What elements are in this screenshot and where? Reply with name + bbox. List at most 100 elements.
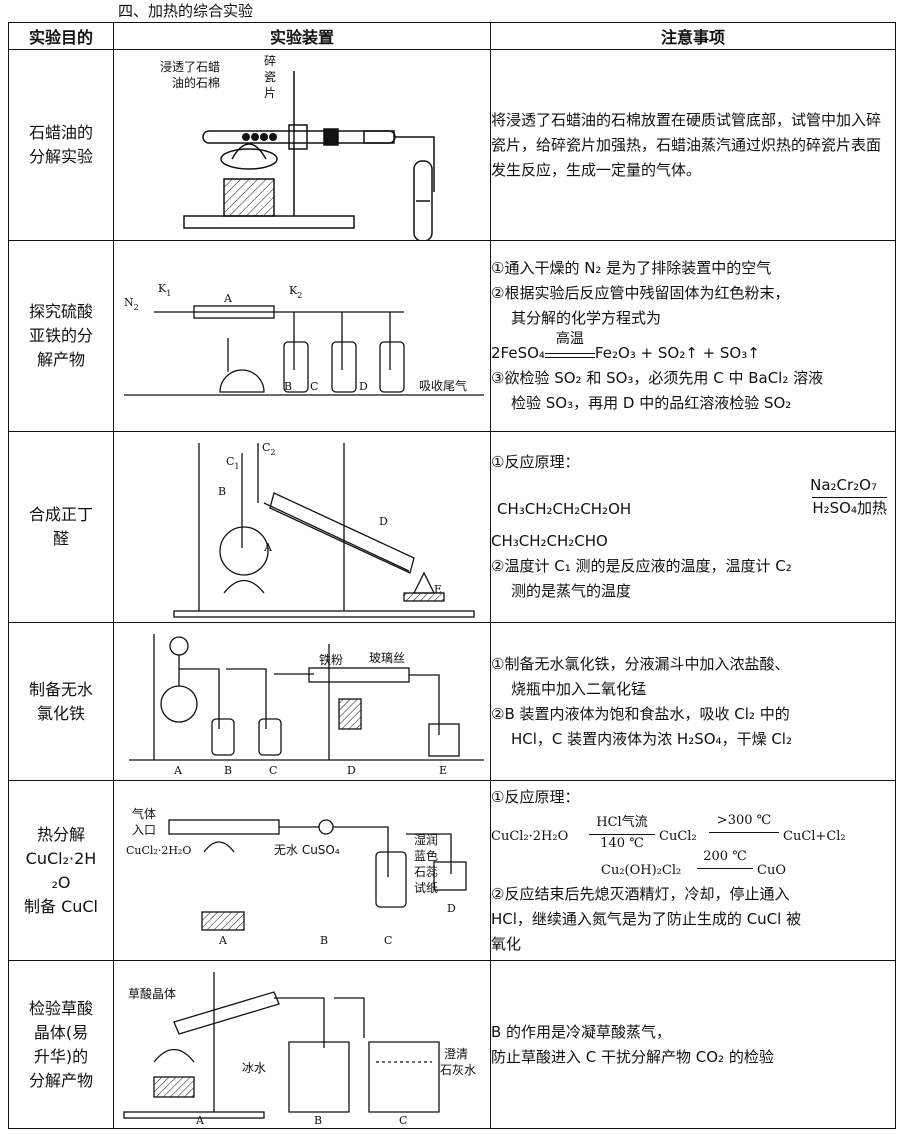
label-k2: K2 xyxy=(289,284,302,300)
scheme-cond1-bottom: 140 ℃ xyxy=(589,833,655,853)
purpose-text: 热分解 CuCl₂·2H ₂O 制备 CuCl xyxy=(23,824,99,916)
table-row: 合成正丁 醛 xyxy=(8,431,896,623)
label-a: A xyxy=(223,292,233,305)
label-asbestos-1: 浸透了石蜡 xyxy=(160,60,220,74)
label-oxalic-crystal: 草酸晶体 xyxy=(128,986,176,1001)
label-d: D xyxy=(447,902,456,915)
scheme-cond2-top: >300 ℃ xyxy=(709,810,779,833)
label-k1: K1 xyxy=(158,282,171,298)
scheme-end2: CuO xyxy=(757,862,786,878)
decomposition-equation: 2FeSO₄ 高温 Fe₂O₃ + SO₂↑ + SO₃↑ xyxy=(491,331,895,366)
purpose-text: 探究硫酸 亚铁的分 解产物 xyxy=(28,302,93,369)
table-row: 热分解 CuCl₂·2H ₂O 制备 CuCl xyxy=(8,780,896,961)
scheme-end1: CuCl+Cl₂ xyxy=(783,828,846,844)
equation-condition: 高温 xyxy=(555,331,584,347)
note-1b: 烧瓶中加入二氧化锰 xyxy=(511,679,647,698)
scheme-side: Cu₂(OH)₂Cl₂ xyxy=(601,862,682,878)
label-ice-water: 冰水 xyxy=(242,1061,266,1075)
label-b: B xyxy=(314,1114,322,1127)
header-purpose: 实验目的 xyxy=(8,22,114,50)
section-title: 四、加热的综合实验 xyxy=(118,2,254,20)
purpose-text: 制备无水 氯化铁 xyxy=(28,679,93,723)
label-asbestos-2: 油的石棉 xyxy=(172,75,220,90)
note-2c: 氧化 xyxy=(491,934,522,953)
note-1: ①反应原理： xyxy=(491,787,580,806)
label-glass-wool: 玻璃丝 xyxy=(369,651,405,665)
purpose-cell: 热分解 CuCl₂·2H ₂O 制备 CuCl xyxy=(8,780,114,961)
device-cell: N2 K1 A K2 B C D 吸收尾气 xyxy=(113,240,491,432)
purpose-text: 合成正丁 醛 xyxy=(28,505,93,548)
scheme-cond1-top: HCl气流 xyxy=(596,814,648,830)
label-sample: CuCl₂·2H₂O xyxy=(126,844,191,857)
ferric-chloride-apparatus-diagram: 铁粉 玻璃丝 A B C D E xyxy=(129,633,484,777)
label-c: C xyxy=(269,764,277,777)
label-gas-1: 气体 xyxy=(132,806,156,821)
notes-cell: ①反应原理： CuCl₂·2H₂O HCl气流 140 ℃ CuCl₂ >300… xyxy=(490,780,896,961)
table-row: 探究硫酸 亚铁的分 解产物 N2 K1 A K2 xyxy=(8,240,896,432)
label-limewater-1: 澄清 xyxy=(444,1046,468,1061)
table-row: 石蜡油的 分解实验 xyxy=(8,49,896,241)
notes-cell: ①反应原理： Na₂Cr₂O₇ CH₃CH₂CH₂CH₂OH H₂SO₄加热 C… xyxy=(490,431,896,623)
label-porcelain-3: 片 xyxy=(264,86,276,100)
reaction-scheme: CuCl₂·2H₂O HCl气流 140 ℃ CuCl₂ >300 ℃ CuCl… xyxy=(491,810,895,882)
label-c: C xyxy=(384,934,392,947)
note-2b: HCl，继续通入氮气是为了防止生成的 CuCl 被 xyxy=(491,909,802,928)
product: CH₃CH₂CH₂CHO xyxy=(491,532,608,550)
note-1: ①反应原理： xyxy=(491,453,580,471)
paraffin-apparatus-diagram: 浸透了石蜡 油的石棉 碎 瓷 片 xyxy=(160,53,435,240)
label-b: B xyxy=(218,485,226,498)
purpose-cell: 石蜡油的 分解实验 xyxy=(8,49,114,241)
purpose-cell: 检验草酸 晶体(易 升华)的 分解产物 xyxy=(8,960,114,1129)
ferrous-sulfate-apparatus-diagram: N2 K1 A K2 B C D 吸收尾气 xyxy=(124,282,484,396)
scheme-mid: CuCl₂ xyxy=(659,828,697,844)
purpose-text: 检验草酸 晶体(易 升华)的 分解产物 xyxy=(28,998,93,1090)
device-cell: 草酸晶体 冰水 澄清 石灰水 A B C xyxy=(113,960,491,1129)
note-2a: ②温度计 C₁ 测的是反应液的温度，温度计 C₂ xyxy=(491,557,792,575)
note-2a: ②B 装置内液体为饱和食盐水，吸收 Cl₂ 中的 xyxy=(491,704,790,723)
label-b: B xyxy=(320,934,328,947)
label-paper-2: 蓝色 xyxy=(414,849,438,863)
header-device: 实验装置 xyxy=(113,22,491,50)
header-notes: 注意事项 xyxy=(490,22,896,50)
label-b: B xyxy=(224,764,232,777)
label-e: E xyxy=(439,764,447,777)
note-1: ①通入干燥的 N₂ 是为了排除装置中的空气 xyxy=(491,259,772,277)
equation-right: Fe₂O₃ + SO₂↑ + SO₃↑ xyxy=(594,344,760,362)
purpose-cell: 合成正丁 醛 xyxy=(8,431,114,623)
purpose-text: 石蜡油的 分解实验 xyxy=(28,123,93,166)
note-1: B 的作用是冷凝草酸蒸气， xyxy=(491,1022,672,1041)
label-cuso4: 无水 CuSO₄ xyxy=(274,843,340,857)
label-b: B xyxy=(284,380,292,393)
notes-cell: ①通入干燥的 N₂ 是为了排除装置中的空气 ②根据实验后反应管中残留固体为红色粉… xyxy=(490,240,896,432)
notes-cell: B 的作用是冷凝草酸蒸气， 防止草酸进入 C 干扰分解产物 CO₂ 的检验 xyxy=(490,960,896,1129)
label-c: C xyxy=(310,380,318,393)
label-n2: N2 xyxy=(124,296,139,312)
note-2: 防止草酸进入 C 干扰分解产物 CO₂ 的检验 xyxy=(491,1047,774,1066)
table-row: 制备无水 氯化铁 xyxy=(8,622,896,781)
experiment-table: 实验目的 实验装置 注意事项 石蜡油的 分解实验 xyxy=(8,22,896,1129)
equation-left: 2FeSO₄ xyxy=(491,344,545,362)
label-tail-gas: 吸收尾气 xyxy=(419,378,467,393)
notes-cell: ①制备无水氯化铁，分液漏斗中加入浓盐酸、 烧瓶中加入二氧化锰 ②B 装置内液体为… xyxy=(490,622,896,781)
device-cell: C1 C2 B A D E xyxy=(113,431,491,623)
butyraldehyde-apparatus-diagram: C1 C2 B A D E xyxy=(173,441,475,618)
note-2b: 测的是蒸气的温度 xyxy=(511,582,632,600)
table-row: 检验草酸 晶体(易 升华)的 分解产物 xyxy=(8,960,896,1129)
reaction-scheme: Na₂Cr₂O₇ CH₃CH₂CH₂CH₂OH H₂SO₄加热 xyxy=(491,475,895,529)
label-gas-2: 入口 xyxy=(132,823,156,837)
label-c1: C1 xyxy=(226,455,240,471)
label-iron-powder: 铁粉 xyxy=(319,653,343,667)
device-cell: 铁粉 玻璃丝 A B C D E xyxy=(113,622,491,781)
label-c: C xyxy=(399,1114,407,1127)
note-3b: 检验 SO₃，再用 D 中的品红溶液检验 SO₂ xyxy=(511,394,792,412)
reagent-top: Na₂Cr₂O₇ xyxy=(810,476,877,494)
note-2a: ②根据实验后反应管中残留固体为红色粉末， xyxy=(491,284,790,302)
table-header-row: 实验目的 实验装置 注意事项 xyxy=(8,22,896,50)
reagent-bottom: H₂SO₄加热 xyxy=(812,497,887,517)
device-cell: 气体 入口 CuCl₂·2H₂O 无水 CuSO₄ 湿润 蓝色 石蕊 试纸 A … xyxy=(113,780,491,961)
label-a: A xyxy=(218,934,228,947)
label-paper-4: 试纸 xyxy=(414,880,438,895)
notes-cell: 将浸透了石蜡油的石棉放置在硬质试管底部，试管中加入碎瓷片，给碎瓷片加强热，石蜡油… xyxy=(490,49,896,241)
copper-chloride-apparatus-diagram: 气体 入口 CuCl₂·2H₂O 无水 CuSO₄ 湿润 蓝色 石蕊 试纸 A … xyxy=(126,806,467,947)
label-porcelain-1: 碎 xyxy=(264,53,276,68)
